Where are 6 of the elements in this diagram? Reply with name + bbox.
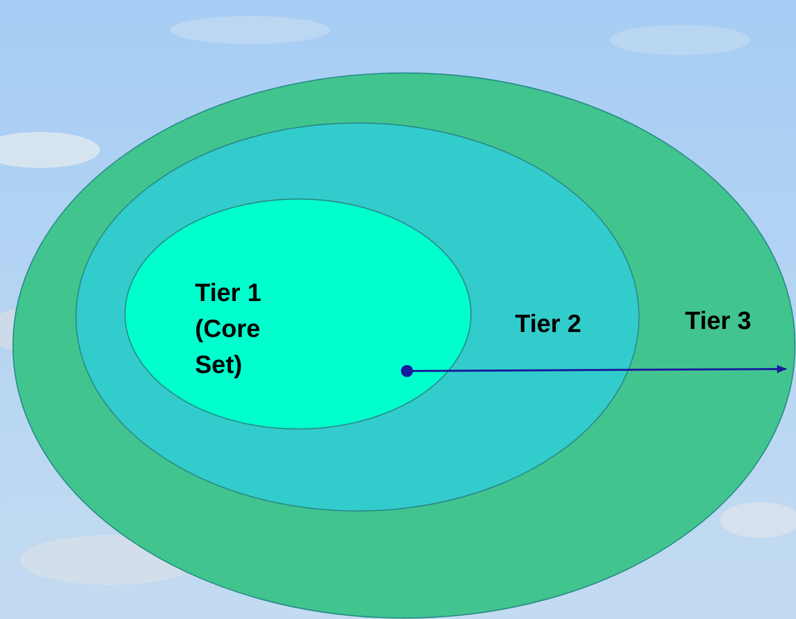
middle-ellipse	[75, 122, 640, 512]
tier-label: Tier 2	[515, 309, 582, 340]
inner-ellipse	[124, 198, 472, 430]
tier-label: Tier 1 (Core Set)	[195, 278, 262, 381]
arrow	[401, 365, 787, 377]
tier-label: Tier 3	[685, 306, 752, 337]
